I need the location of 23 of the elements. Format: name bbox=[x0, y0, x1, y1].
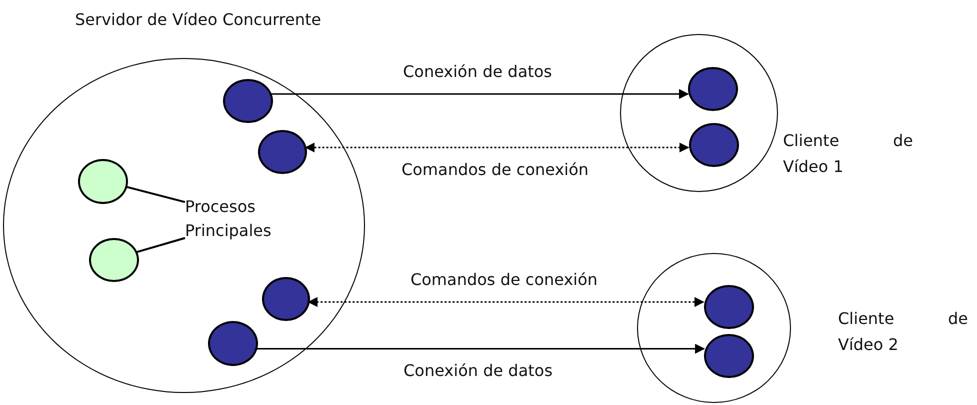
server-label: Servidor de Vídeo Concurrente bbox=[75, 9, 322, 31]
client-label: Cliente de Vídeo 2 bbox=[838, 308, 968, 356]
client-label: Cliente de Vídeo 1 bbox=[783, 130, 913, 178]
process-circle bbox=[223, 79, 273, 123]
connector-line bbox=[126, 186, 186, 204]
server-circle bbox=[3, 58, 365, 393]
process-circle bbox=[89, 238, 139, 282]
process-circle bbox=[258, 130, 307, 174]
arrow bbox=[308, 297, 704, 307]
arrow bbox=[271, 89, 689, 99]
connector-line bbox=[136, 237, 186, 254]
arrow bbox=[256, 344, 706, 354]
label-text: Procesos Principales bbox=[185, 195, 315, 243]
client-circle bbox=[620, 34, 778, 192]
process-circle bbox=[78, 159, 128, 204]
client-circle bbox=[637, 253, 791, 403]
process-circle bbox=[208, 321, 258, 366]
process-circle bbox=[704, 285, 754, 329]
process-circle bbox=[689, 123, 739, 167]
process-circle bbox=[704, 334, 754, 378]
process-circle bbox=[688, 67, 738, 111]
arrow bbox=[304, 142, 690, 152]
process-circle bbox=[262, 277, 310, 321]
